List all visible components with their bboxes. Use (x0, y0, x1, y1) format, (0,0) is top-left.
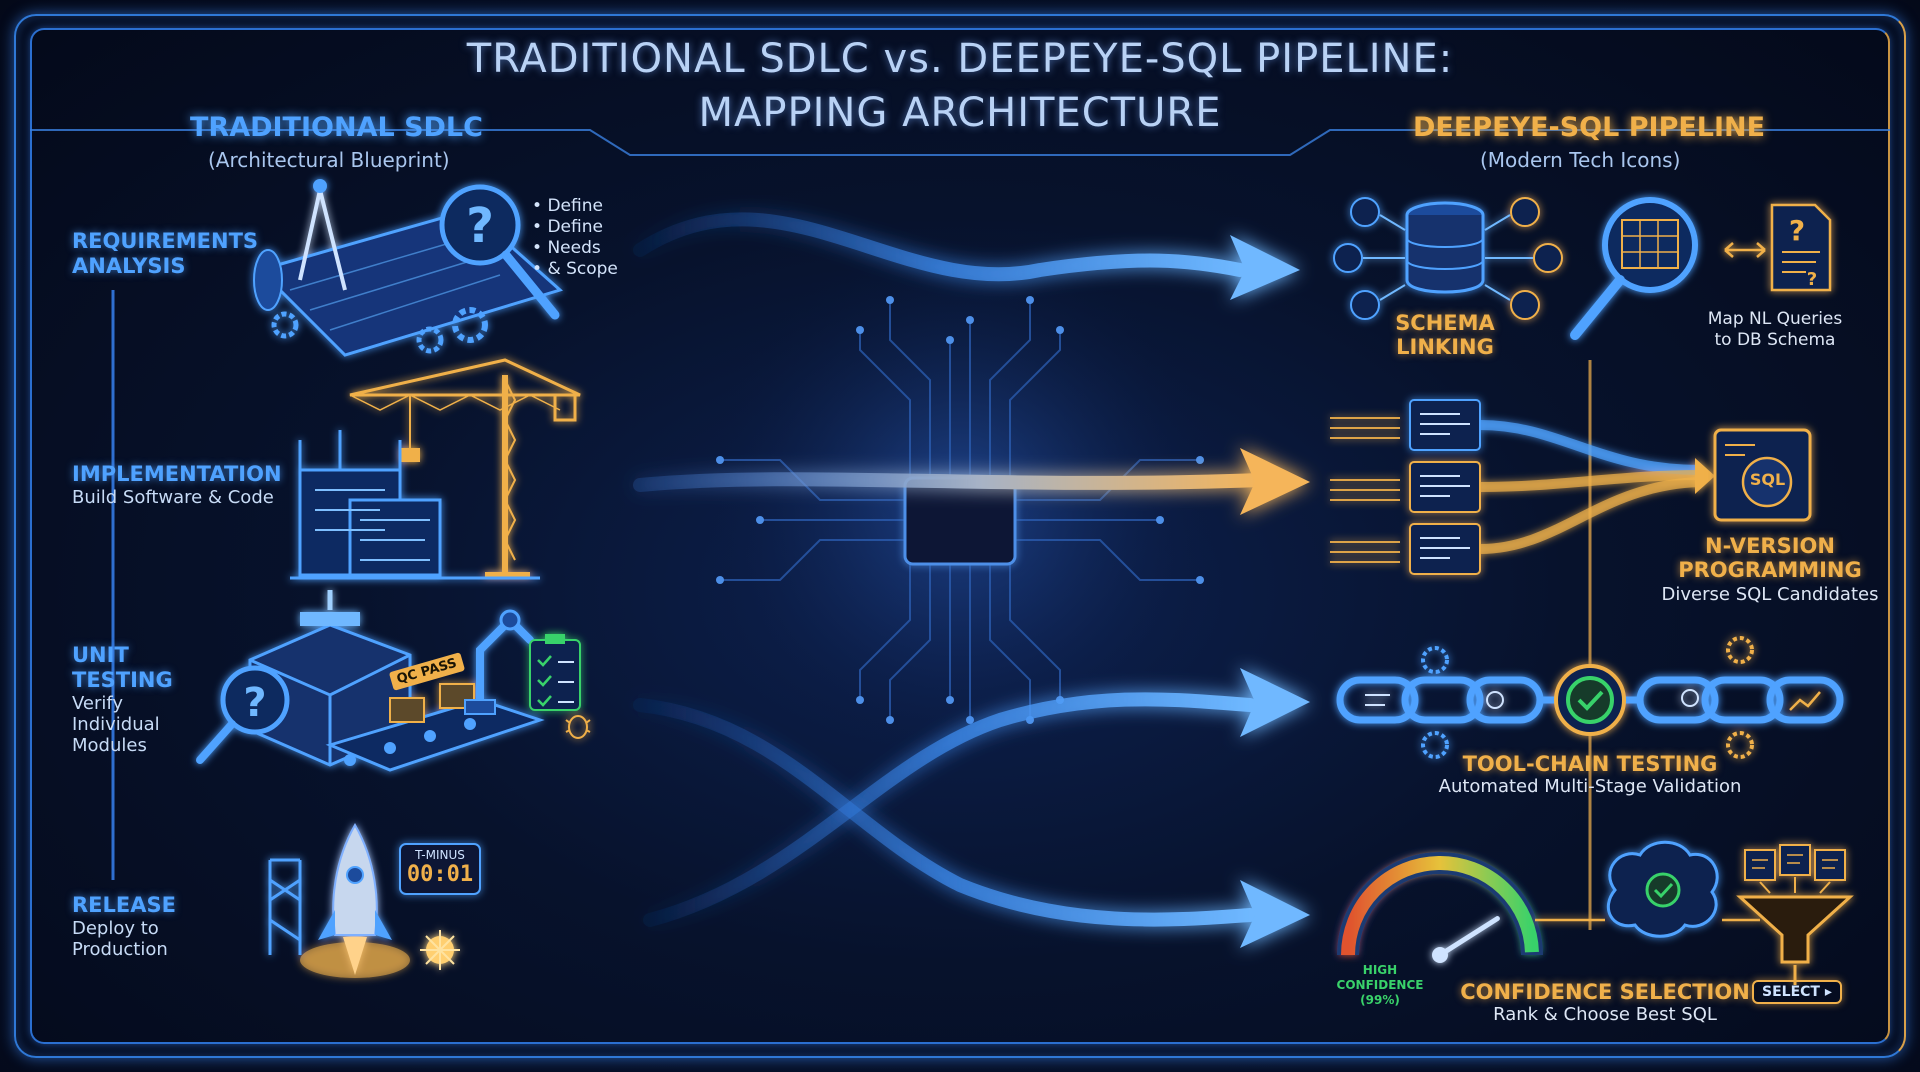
schema-linking-desc: Map NL Queries to DB Schema (1690, 309, 1860, 351)
left-subheading: (Architectural Blueprint) (208, 148, 450, 172)
diagram-title-line2: MAPPING ARCHITECTURE (698, 90, 1222, 136)
svg-text:?: ? (243, 680, 266, 726)
stage-label-line: SCHEMA (1395, 311, 1495, 335)
stage-desc: Production (72, 939, 168, 960)
funnel-icon (1736, 844, 1854, 985)
right-heading: DEEPEYE-SQL PIPELINE (1413, 112, 1766, 143)
right-subheading: (Modern Tech Icons) (1480, 148, 1681, 172)
flow-arrow-implementation (633, 448, 1310, 515)
stage-desc: Build Software & Code (72, 487, 274, 508)
tool-chain-desc: Automated Multi-Stage Validation (1438, 776, 1742, 797)
stage-unit-testing: UNIT TESTING Verify Individual Modules (72, 643, 173, 756)
chain-links-icon (1336, 636, 1844, 759)
gauge-caption-line: (99%) (1360, 993, 1400, 1007)
outer-frame (14, 14, 1906, 1058)
rocket-launch-icon (268, 822, 481, 978)
title-bracket (30, 129, 1890, 156)
blueprint-magnifier-icon: ? (253, 179, 564, 357)
schema-magnifier-icon: ? ? (1570, 197, 1832, 340)
svg-text:?: ? (1789, 214, 1805, 247)
inner-frame (30, 28, 1890, 1044)
confidence-desc: Rank & Choose Best SQL (1493, 1004, 1717, 1025)
stage-label-implementation: IMPLEMENTATION (72, 462, 282, 486)
stage-implementation: IMPLEMENTATION Build Software & Code (72, 462, 282, 508)
stage-label-line: TESTING (72, 668, 173, 692)
stage-label-tool-chain: TOOL-CHAIN TESTING (1462, 752, 1718, 776)
svg-text:?: ? (466, 198, 494, 254)
flow-arrow-requirements (633, 212, 1300, 300)
stage-desc: Individual (72, 714, 160, 735)
requirements-bullets: • Define • Define • Needs • & Scope (532, 196, 618, 280)
stage-label-line: UNIT (72, 643, 129, 667)
sql-badge: SQL (1749, 470, 1786, 489)
stage-label-line: LINKING (1396, 335, 1494, 359)
confidence-gauge-icon (1337, 852, 1543, 963)
bullet-item: • Needs (532, 238, 601, 258)
stage-label-requirements: REQUIREMENTS ANALYSIS (72, 229, 258, 279)
stage-release: RELEASE Deploy to Production (72, 893, 176, 960)
svg-text:?: ? (1807, 269, 1817, 290)
flow-arrow-release (633, 698, 1310, 948)
code-streams-icon (1330, 399, 1715, 575)
stage-desc: to DB Schema (1714, 330, 1836, 350)
construction-crane-icon (290, 358, 581, 580)
stage-label-n-version: N-VERSION PROGRAMMING (1650, 534, 1890, 582)
stage-label-confidence: CONFIDENCE SELECTION (1460, 980, 1750, 1004)
stage-label-release: RELEASE (72, 893, 176, 917)
stage-label-schema-linking: SCHEMA LINKING (1370, 311, 1520, 359)
gauge-caption-line: HIGH (1362, 963, 1398, 977)
countdown-timer: T-MINUS 00:01 (400, 848, 480, 887)
select-button[interactable]: SELECT ▸ (1752, 980, 1842, 1004)
bullet-item: • Define (532, 217, 603, 237)
diagram-title-line1: TRADITIONAL SDLC vs. DEEPEYE-SQL PIPELIN… (466, 36, 1454, 82)
flow-arrow-testing (643, 668, 1310, 927)
stage-label-line: ANALYSIS (72, 254, 186, 278)
bullet-item: • & Scope (532, 259, 618, 279)
stage-label-line: REQUIREMENTS (72, 229, 259, 253)
stage-desc: Deploy to (72, 918, 159, 939)
n-version-desc: Diverse SQL Candidates (1661, 584, 1879, 605)
left-heading: TRADITIONAL SDLC (190, 112, 483, 143)
stage-label-line: PROGRAMMING (1678, 558, 1862, 582)
factory-conveyor-icon: ? (196, 590, 591, 772)
sql-document-icon (1713, 428, 1812, 522)
timer-value: 00:01 (406, 862, 474, 887)
gauge-caption-line: CONFIDENCE (1336, 978, 1424, 992)
stage-desc: Verify (72, 693, 124, 714)
timer-label: T-MINUS (415, 848, 465, 862)
brain-check-icon (1535, 840, 1760, 938)
stage-desc: Modules (72, 735, 147, 756)
stage-desc: Map NL Queries (1707, 309, 1843, 329)
database-schema-icon (1333, 197, 1563, 320)
central-chip-icon (700, 240, 1220, 760)
bullet-item: • Define (532, 196, 603, 216)
stage-label-line: N-VERSION (1705, 534, 1835, 558)
gauge-caption: HIGH CONFIDENCE (99%) (1335, 963, 1425, 1008)
